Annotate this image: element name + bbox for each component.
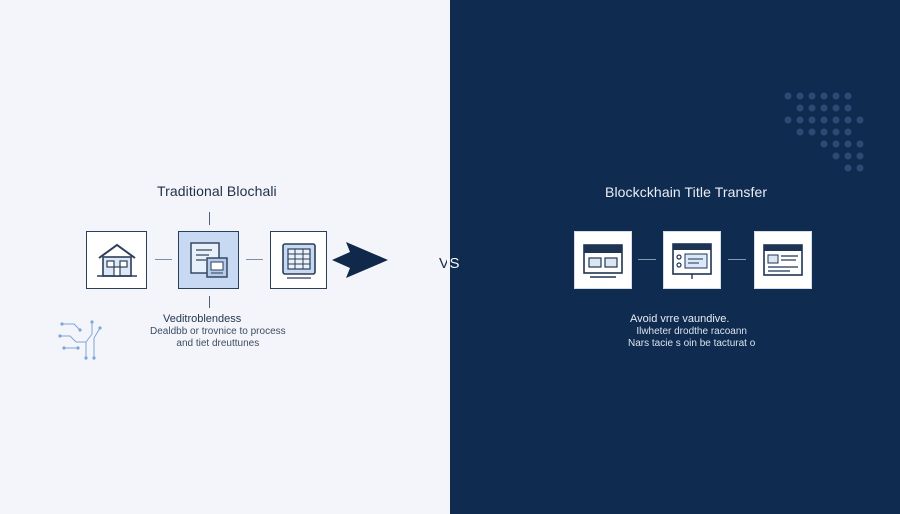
- traditional-caption: Dealdbb or trovnice to process and tiet …: [150, 326, 286, 350]
- blockchain-title: Blockckhain Title Transfer: [605, 184, 768, 200]
- browser-window-icon: [672, 243, 712, 279]
- traditional-title: Traditional Blochali: [157, 183, 277, 199]
- document-box: [178, 231, 239, 289]
- document-form-icon: [763, 244, 803, 276]
- traditional-subtitle: Veditroblendess: [163, 313, 242, 325]
- circuit-tree-icon: [58, 320, 102, 360]
- arrow-right-icon: [332, 242, 388, 278]
- connector-dash-4: [728, 259, 746, 260]
- web-page-icon: [583, 244, 623, 278]
- vs-label: VS: [439, 255, 469, 272]
- blockchain-panel: Blockckhain Title Transfer: [450, 0, 900, 514]
- vs-text: VS: [439, 255, 461, 272]
- blockchain-caption-line1: Ilwheter drodthe racoann: [636, 326, 747, 337]
- web-page-box: [574, 231, 632, 289]
- house-box: [86, 231, 147, 289]
- blockchain-caption-line2: Nars tacie s oin be tacturat o: [628, 338, 756, 349]
- blockchain-subtitle: Avoid vrre vaundive.: [630, 313, 730, 325]
- connector-dash-3: [638, 259, 656, 260]
- ledger-grid-icon: [281, 243, 316, 279]
- traditional-caption-line2: and tiet dreuttunes: [176, 338, 260, 349]
- traditional-panel: Traditional Blochali: [0, 0, 450, 514]
- connector-bottom: [209, 296, 210, 308]
- form-box: [754, 231, 812, 289]
- ledger-box: [270, 231, 327, 289]
- traditional-caption-line1: Dealdbb or trovnice to process: [150, 326, 286, 337]
- dot-pattern-icon: [784, 92, 864, 172]
- document-stack-icon: [189, 242, 228, 278]
- connector-dash-2: [246, 259, 263, 260]
- browser-box: [663, 231, 721, 289]
- house-icon: [96, 243, 137, 277]
- connector-dash-1: [155, 259, 172, 260]
- blockchain-caption: Ilwheter drodthe racoann Nars tacie s oi…: [628, 326, 755, 350]
- connector-top: [209, 212, 210, 225]
